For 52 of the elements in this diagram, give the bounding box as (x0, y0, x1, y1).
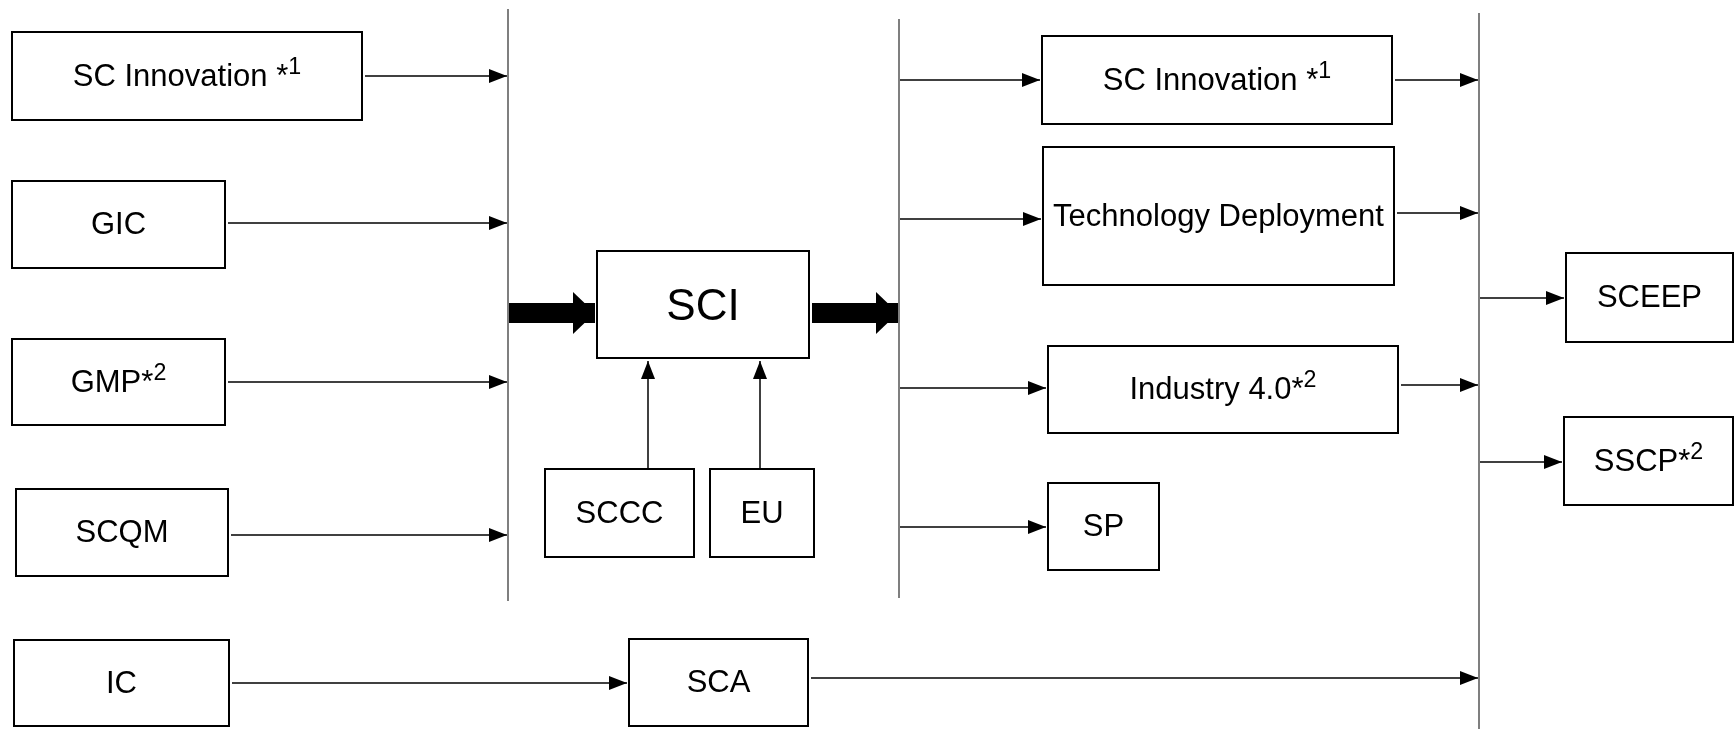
box-label: Industry 4.0*$^{2}$ (1129, 367, 1317, 409)
box-label: SSCP*$^{2}$ (1593, 438, 1704, 480)
process-box (11, 338, 226, 426)
divider-bar (507, 9, 509, 601)
process-box (13, 639, 230, 727)
divider-bar (1478, 13, 1480, 729)
process-box (11, 31, 363, 121)
arrow (810, 671, 1479, 685)
box-label: IC (106, 663, 137, 702)
box-label: Technology Deployment (1053, 196, 1384, 235)
arrow (1479, 455, 1563, 469)
divider-bar (898, 19, 900, 598)
process-box (15, 488, 229, 577)
process-box (709, 468, 815, 558)
process-box (1042, 146, 1395, 286)
arrow (1400, 378, 1479, 392)
process-box (1047, 345, 1399, 434)
process-box (596, 250, 810, 359)
arrow (899, 381, 1047, 395)
box-label: GIC (90, 205, 147, 244)
box-label: SC Innovation *$^{1}$ (72, 53, 302, 95)
thick-arrow (509, 292, 595, 334)
process-box (1047, 482, 1160, 571)
box-label: SCI (666, 278, 740, 331)
arrow (753, 360, 767, 469)
box-label: SP (1082, 507, 1125, 546)
process-box (1565, 252, 1734, 343)
thick-arrow (812, 292, 898, 334)
box-label: SCCC (575, 493, 664, 532)
arrow (1394, 73, 1479, 87)
arrow (1396, 206, 1479, 220)
process-box (11, 180, 226, 269)
arrow (899, 212, 1042, 226)
process-box (628, 638, 809, 727)
process-box (1041, 35, 1393, 125)
arrow (230, 528, 508, 542)
arrow (364, 69, 508, 83)
process-box (544, 468, 695, 558)
arrow (227, 375, 508, 389)
arrow (899, 73, 1041, 87)
box-label: SCEEP (1596, 278, 1703, 317)
box-label: SCA (686, 663, 751, 702)
arrow (231, 676, 628, 690)
arrow (1479, 291, 1565, 305)
arrow (899, 520, 1047, 534)
box-label: GMP*$^{2}$ (70, 359, 167, 401)
process-box (1563, 416, 1734, 506)
box-label: SCQM (75, 513, 169, 552)
arrow (641, 360, 655, 469)
box-label: EU (740, 493, 784, 532)
arrow (227, 216, 508, 230)
box-label: SC Innovation *$^{1}$ (1102, 57, 1332, 99)
